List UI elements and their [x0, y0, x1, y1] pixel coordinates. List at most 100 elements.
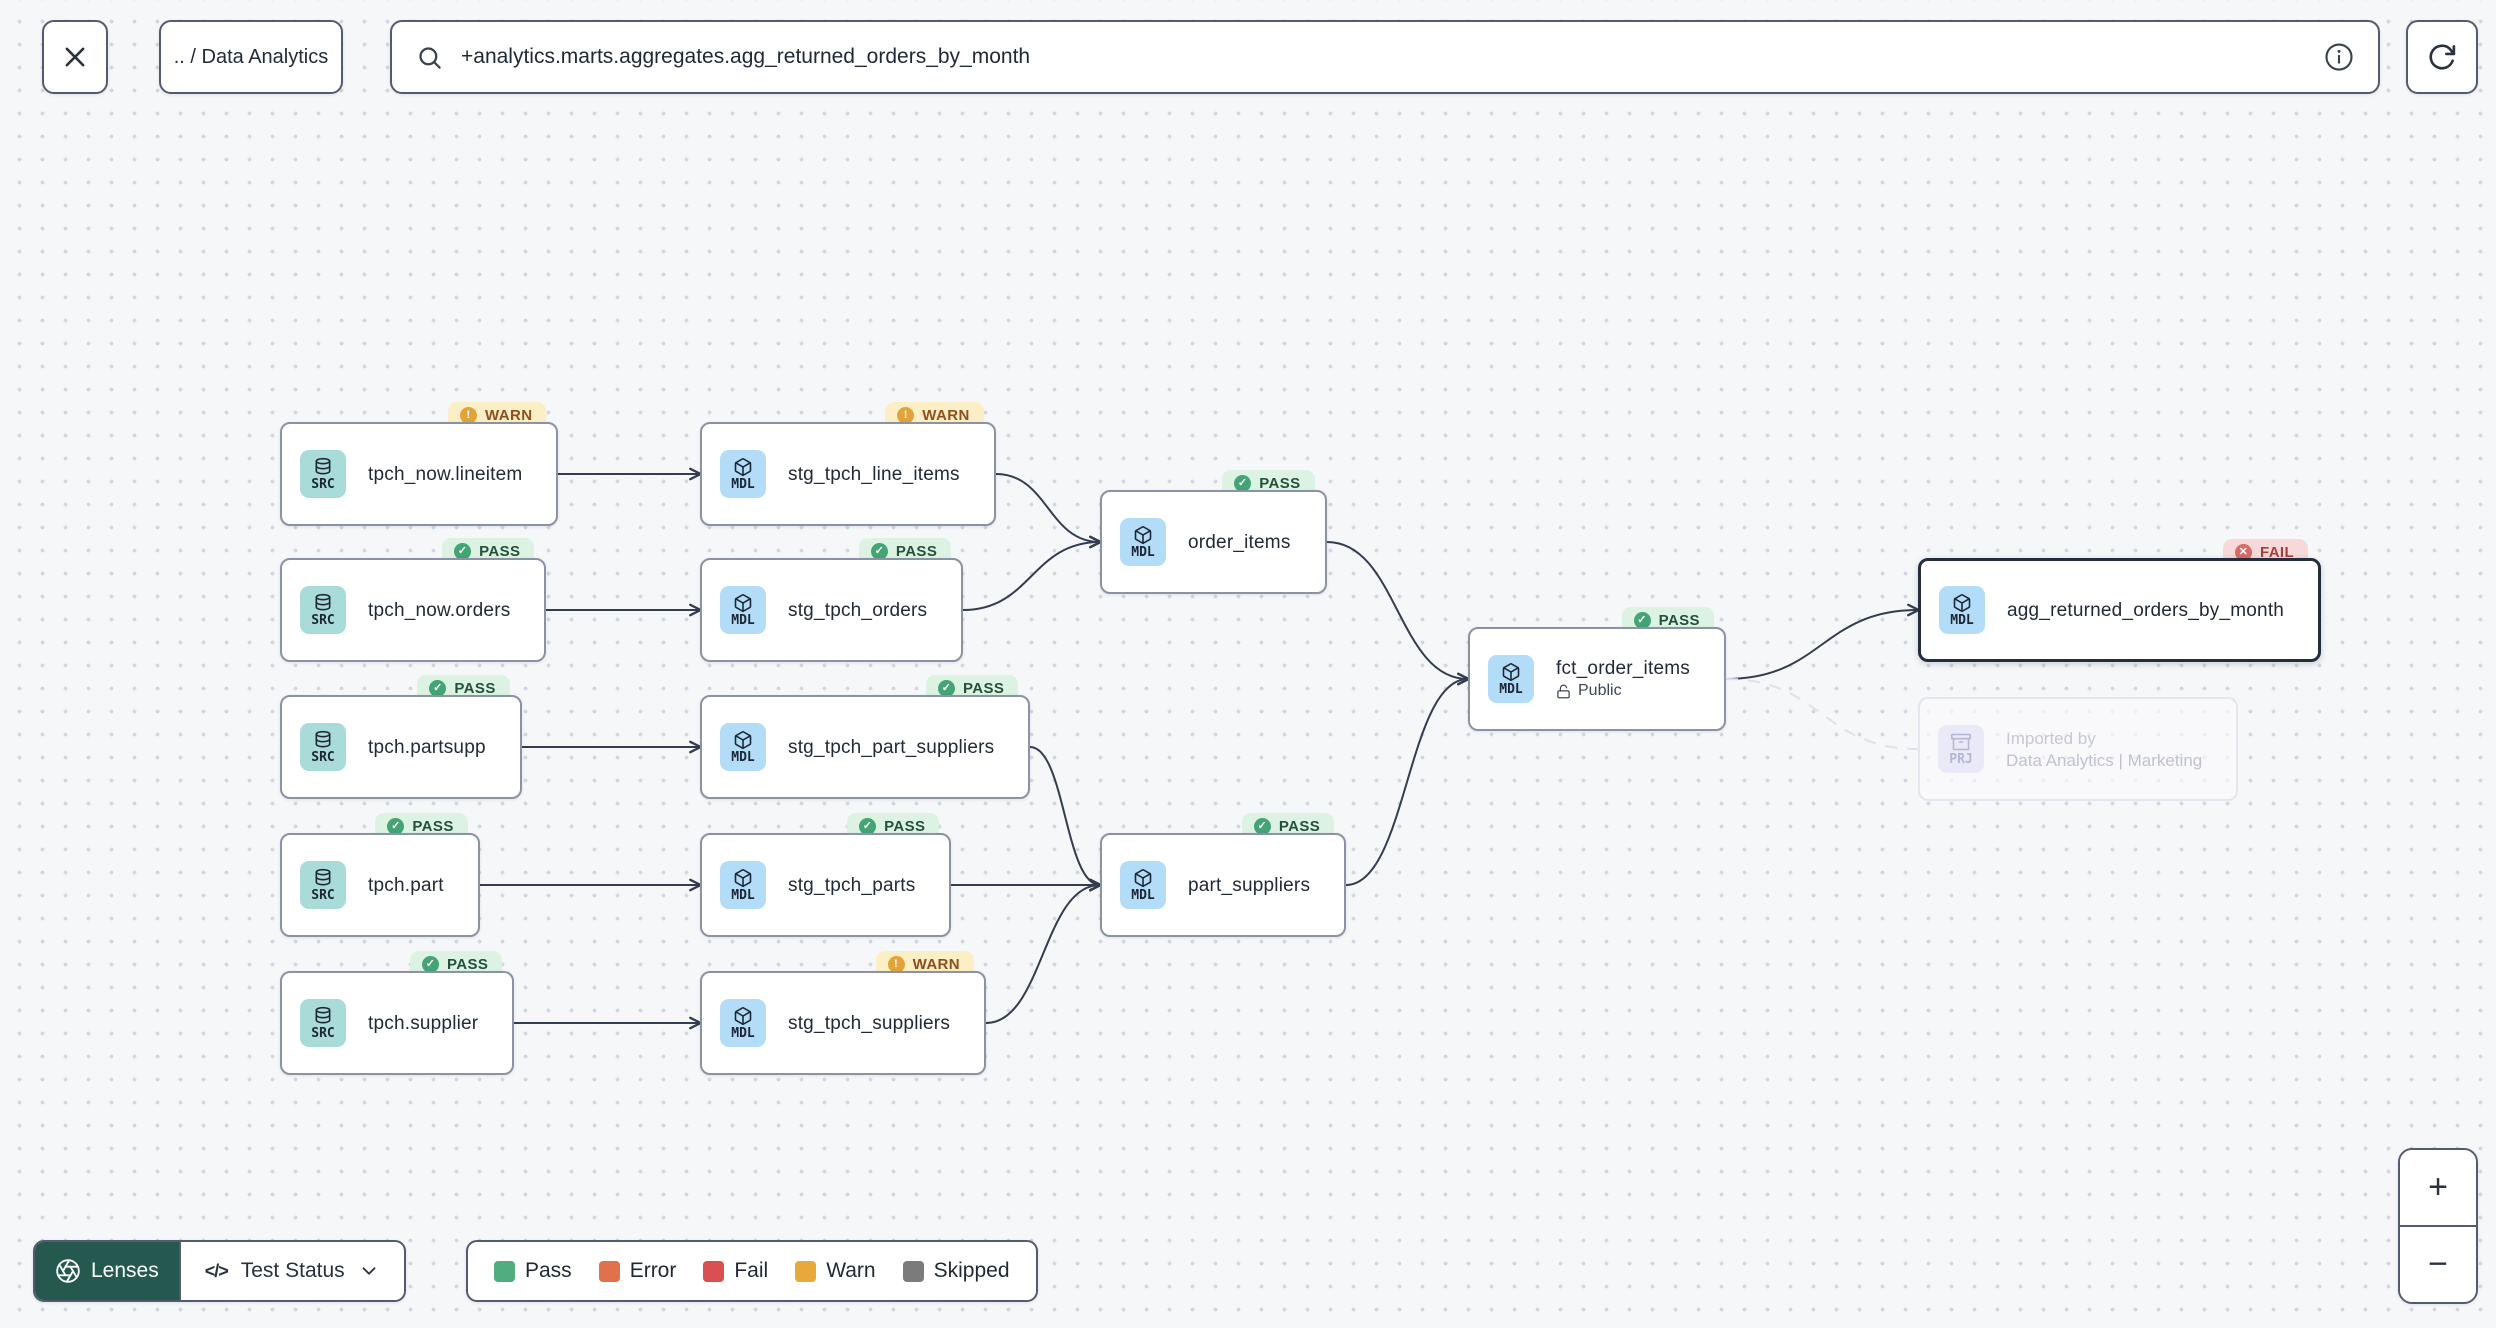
status-label: PASS — [884, 817, 926, 835]
edge-stg_tpch_line_items-to-order_items — [995, 473, 1102, 549]
search-box[interactable] — [390, 20, 2380, 94]
lenses-pill: Lenses </> Test Status — [33, 1240, 406, 1302]
cube-icon: MDL — [1120, 861, 1166, 909]
cube-icon: MDL — [720, 723, 766, 771]
node-label: order_items — [1188, 531, 1291, 553]
status-label: PASS — [963, 679, 1005, 697]
chevron-down-icon — [358, 1260, 380, 1282]
node-label: stg_tpch_orders — [788, 599, 928, 621]
node-kind-label: SRC — [311, 1026, 335, 1041]
node-label: tpch_now.orders — [368, 599, 511, 621]
status-badge: ! WARN — [448, 402, 547, 440]
status-label: PASS — [479, 542, 521, 560]
code-icon: </> — [204, 1260, 229, 1281]
legend-swatch — [494, 1260, 515, 1282]
imported-by-label: Imported by — [2006, 728, 2096, 748]
node-kind-label: MDL — [731, 477, 755, 492]
cube-icon: MDL — [1939, 586, 1985, 634]
lens-selector[interactable]: </> Test Status — [178, 1242, 404, 1300]
node-kind-label: MDL — [731, 613, 755, 628]
legend-item-error: Error — [598, 1259, 677, 1283]
legend-swatch — [703, 1260, 725, 1282]
zoom-in-button[interactable]: + — [2400, 1150, 2476, 1225]
node-stg_tpch_line_items[interactable]: ! WARN MDL stg_tpch_line_items — [700, 402, 996, 526]
status-badge: ✓PASS — [926, 675, 1019, 713]
info-icon[interactable] — [2324, 42, 2354, 72]
status-label: PASS — [447, 955, 489, 973]
edge-stg_tpch_suppliers-to-part_suppliers — [985, 878, 1102, 1024]
node-stg_tpch_orders[interactable]: ✓PASS MDL stg_tpch_orders — [700, 538, 964, 662]
search-input[interactable] — [459, 44, 2308, 70]
status-badge: ✓PASS — [375, 813, 468, 851]
node-label: stg_tpch_parts — [788, 874, 916, 896]
legend-label: Error — [629, 1259, 677, 1282]
status-label: WARN — [922, 406, 970, 424]
node-label: stg_tpch_line_items — [788, 463, 960, 485]
cube-icon: MDL — [1120, 518, 1166, 566]
node-kind-label: PRJ — [1949, 752, 1973, 767]
status-dot-icon: ! — [897, 406, 915, 424]
status-dot-icon: ✓ — [454, 542, 472, 560]
status-dot-icon: ✓ — [1253, 817, 1271, 835]
node-label: part_suppliers — [1188, 874, 1311, 896]
lock-open-icon — [1556, 684, 1571, 699]
edge-part_suppliers-to-fct_order_items — [1345, 672, 1470, 886]
archive-icon: PRJ — [1938, 725, 1984, 773]
node-tpch_now_lineitem[interactable]: ! WARN SRC tpch_now.lineitem — [280, 402, 559, 526]
status-badge: ✓PASS — [858, 538, 952, 576]
aperture-icon — [55, 1258, 81, 1284]
node-kind-label: SRC — [311, 750, 335, 765]
status-dot-icon: ! — [460, 406, 477, 424]
status-label: PASS — [412, 817, 454, 835]
node-label: tpch.partsupp — [368, 736, 486, 758]
legend-label: Pass — [525, 1259, 572, 1282]
legend-item-pass: Pass — [494, 1259, 572, 1283]
lenses-button[interactable]: Lenses — [35, 1242, 179, 1300]
node-kind-label: SRC — [311, 888, 335, 903]
status-dot-icon: ✓ — [1633, 611, 1651, 629]
node-access-label: Public — [1556, 683, 1690, 699]
status-label: WARN — [912, 955, 961, 973]
node-kind-label: MDL — [1131, 545, 1155, 560]
status-label: PASS — [1658, 611, 1700, 629]
cube-icon: MDL — [720, 586, 766, 634]
status-badge: ✓ PASS — [1621, 607, 1714, 645]
node-label: stg_tpch_part_suppliers — [788, 736, 995, 758]
status-badge: ! WARN — [885, 402, 984, 440]
breadcrumb[interactable]: .. / Data Analytics — [159, 20, 343, 94]
legend-item-fail: Fail — [703, 1259, 768, 1283]
legend-item-skipped: Skipped — [902, 1259, 1010, 1283]
node-stg_tpch_part_suppliers[interactable]: ✓PASS MDL stg_tpch_part_suppliers — [700, 675, 1031, 799]
cube-icon: MDL — [720, 999, 766, 1047]
status-label: PASS — [454, 679, 496, 697]
database-icon: SRC — [300, 723, 346, 771]
status-label: PASS — [895, 542, 938, 560]
refresh-button[interactable] — [2406, 20, 2478, 94]
edge-order_items-to-fct_order_items — [1326, 541, 1470, 686]
node-kind-label: SRC — [311, 477, 335, 492]
status-label: WARN — [485, 406, 533, 424]
cube-icon: MDL — [1488, 655, 1534, 703]
zoom-out-button[interactable]: − — [2400, 1225, 2476, 1302]
search-icon — [416, 44, 443, 71]
cube-icon: MDL — [720, 450, 766, 498]
node-label: tpch_now.lineitem — [368, 463, 523, 485]
status-dot-icon: ✓ — [1234, 474, 1252, 492]
close-button[interactable] — [42, 20, 108, 94]
legend-label: Fail — [734, 1259, 769, 1282]
node-label: agg_returned_orders_by_month — [2007, 599, 2285, 621]
status-dot-icon: ! — [887, 955, 905, 973]
